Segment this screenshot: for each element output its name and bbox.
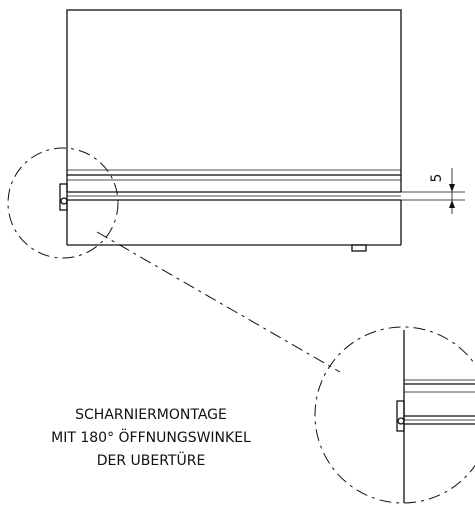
caption-line-1: SCHARNIERMONTAGE — [75, 407, 227, 423]
caption: SCHARNIERMONTAGE MIT 180° ÖFFNUNGSWINKEL… — [51, 407, 251, 469]
caption-line-2: MIT 180° ÖFFNUNGSWINKEL — [51, 428, 251, 446]
top-door-open — [66, 175, 402, 201]
detail-enlarged — [314, 326, 475, 504]
cabinet-upper-body — [66, 9, 402, 176]
caption-line-3: DER UBERTÜRE — [97, 451, 206, 469]
detail-circle-large — [314, 326, 475, 504]
detail-leader-line — [96, 231, 341, 373]
cabinet-lower-body — [66, 200, 402, 252]
dimension-value: 5 — [429, 174, 445, 183]
detail-circle-small — [7, 147, 119, 259]
dimension-gap: 5 — [401, 168, 465, 214]
hinge — [59, 183, 68, 211]
